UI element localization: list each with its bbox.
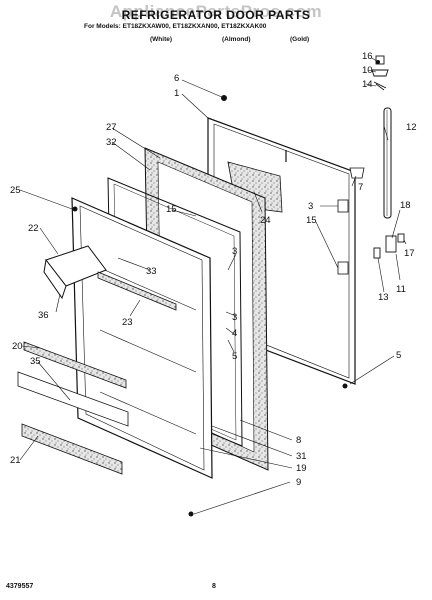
- callout-15b: 15: [166, 204, 177, 215]
- callout-21: 21: [10, 455, 21, 466]
- callout-20: 20: [12, 341, 23, 352]
- color-gold: (Gold): [290, 36, 310, 43]
- color-almond: (Almond): [222, 36, 251, 43]
- callout-14: 14: [362, 79, 373, 90]
- callout-12: 12: [406, 122, 417, 133]
- callout-1: 1: [174, 88, 179, 99]
- callout-10: 10: [362, 65, 373, 76]
- callout-23: 23: [122, 317, 133, 328]
- callout-3b: 3: [232, 246, 237, 257]
- callout-9: 9: [296, 477, 301, 488]
- door-shelf-21: [21, 423, 123, 475]
- models-text: For Models: ET18ZKXAW00, ET18ZKXAN00, ET…: [84, 23, 267, 30]
- shelf-rail: [97, 271, 177, 311]
- butter-bin: [43, 245, 107, 300]
- callout-5b: 5: [396, 350, 401, 361]
- callout-7: 7: [358, 182, 363, 193]
- callout-35: 35: [30, 356, 41, 367]
- door-shelf-35: [17, 371, 129, 427]
- color-white: (White): [150, 36, 173, 43]
- callout-18: 18: [400, 200, 411, 211]
- callout-6: 6: [174, 73, 179, 84]
- callout-15a: 15: [306, 215, 317, 226]
- callout-5a: 5: [232, 351, 237, 362]
- callout-27: 27: [106, 122, 117, 133]
- callout-31: 31: [296, 451, 307, 462]
- callout-24: 24: [260, 215, 271, 226]
- diagram-title: REFRIGERATOR DOOR PARTS: [121, 8, 311, 22]
- callout-25: 25: [10, 185, 21, 196]
- callout-16: 16: [362, 51, 373, 62]
- callout-33: 33: [146, 266, 157, 277]
- callout-8: 8: [296, 435, 301, 446]
- callout-36: 36: [38, 310, 49, 321]
- footer-page-number: 8: [212, 583, 216, 590]
- bottom-handle-bracket: [373, 233, 405, 259]
- door-shelf-20: [23, 341, 127, 389]
- callout-32: 32: [106, 137, 117, 148]
- callout-17: 17: [404, 248, 415, 259]
- callout-22: 22: [28, 223, 39, 234]
- callout-11: 11: [396, 284, 406, 295]
- callout-3a: 3: [308, 201, 313, 212]
- door-handle: [383, 107, 392, 219]
- footer-part-number: 4379557: [6, 583, 34, 590]
- callout-3c: 3: [232, 312, 237, 323]
- callout-13: 13: [378, 292, 389, 303]
- top-hinge-parts: [371, 55, 389, 91]
- callout-19: 19: [296, 463, 307, 474]
- watermark: AppliancePartsPros.com: [109, 2, 323, 21]
- callout-4: 4: [232, 328, 237, 339]
- leader-lines: [19, 57, 407, 515]
